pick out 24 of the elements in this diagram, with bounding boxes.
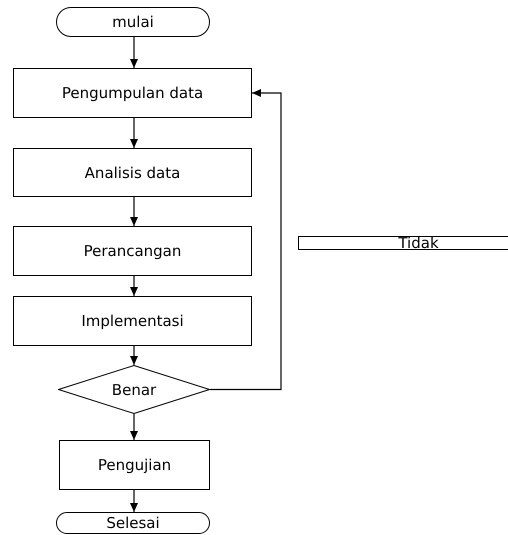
- node-label: Benar: [112, 380, 156, 398]
- process-box: [13, 296, 252, 346]
- node-label: mulai: [112, 13, 154, 31]
- arrow: [130, 490, 138, 512]
- text-box: [298, 236, 508, 250]
- arrow: [130, 37, 138, 68]
- arrow: [210, 89, 282, 390]
- process-box: [13, 68, 252, 118]
- decision-diamond: [58, 365, 210, 414]
- node-label: Pengujian: [98, 456, 172, 474]
- process-box: [59, 440, 210, 490]
- node-label: Perancangan: [84, 242, 182, 260]
- node-label: Selesai: [106, 514, 160, 532]
- node-label: Implementasi: [81, 312, 184, 330]
- arrow: [130, 346, 138, 365]
- node-label: Analisis data: [84, 164, 180, 182]
- process-box: [13, 226, 252, 276]
- arrow: [130, 276, 138, 296]
- process-box: [13, 148, 252, 197]
- node-label: Tidak: [398, 234, 439, 252]
- arrow: [130, 197, 138, 226]
- arrow: [130, 414, 138, 440]
- arrow: [130, 118, 138, 148]
- node-label: Pengumpulan data: [62, 84, 204, 102]
